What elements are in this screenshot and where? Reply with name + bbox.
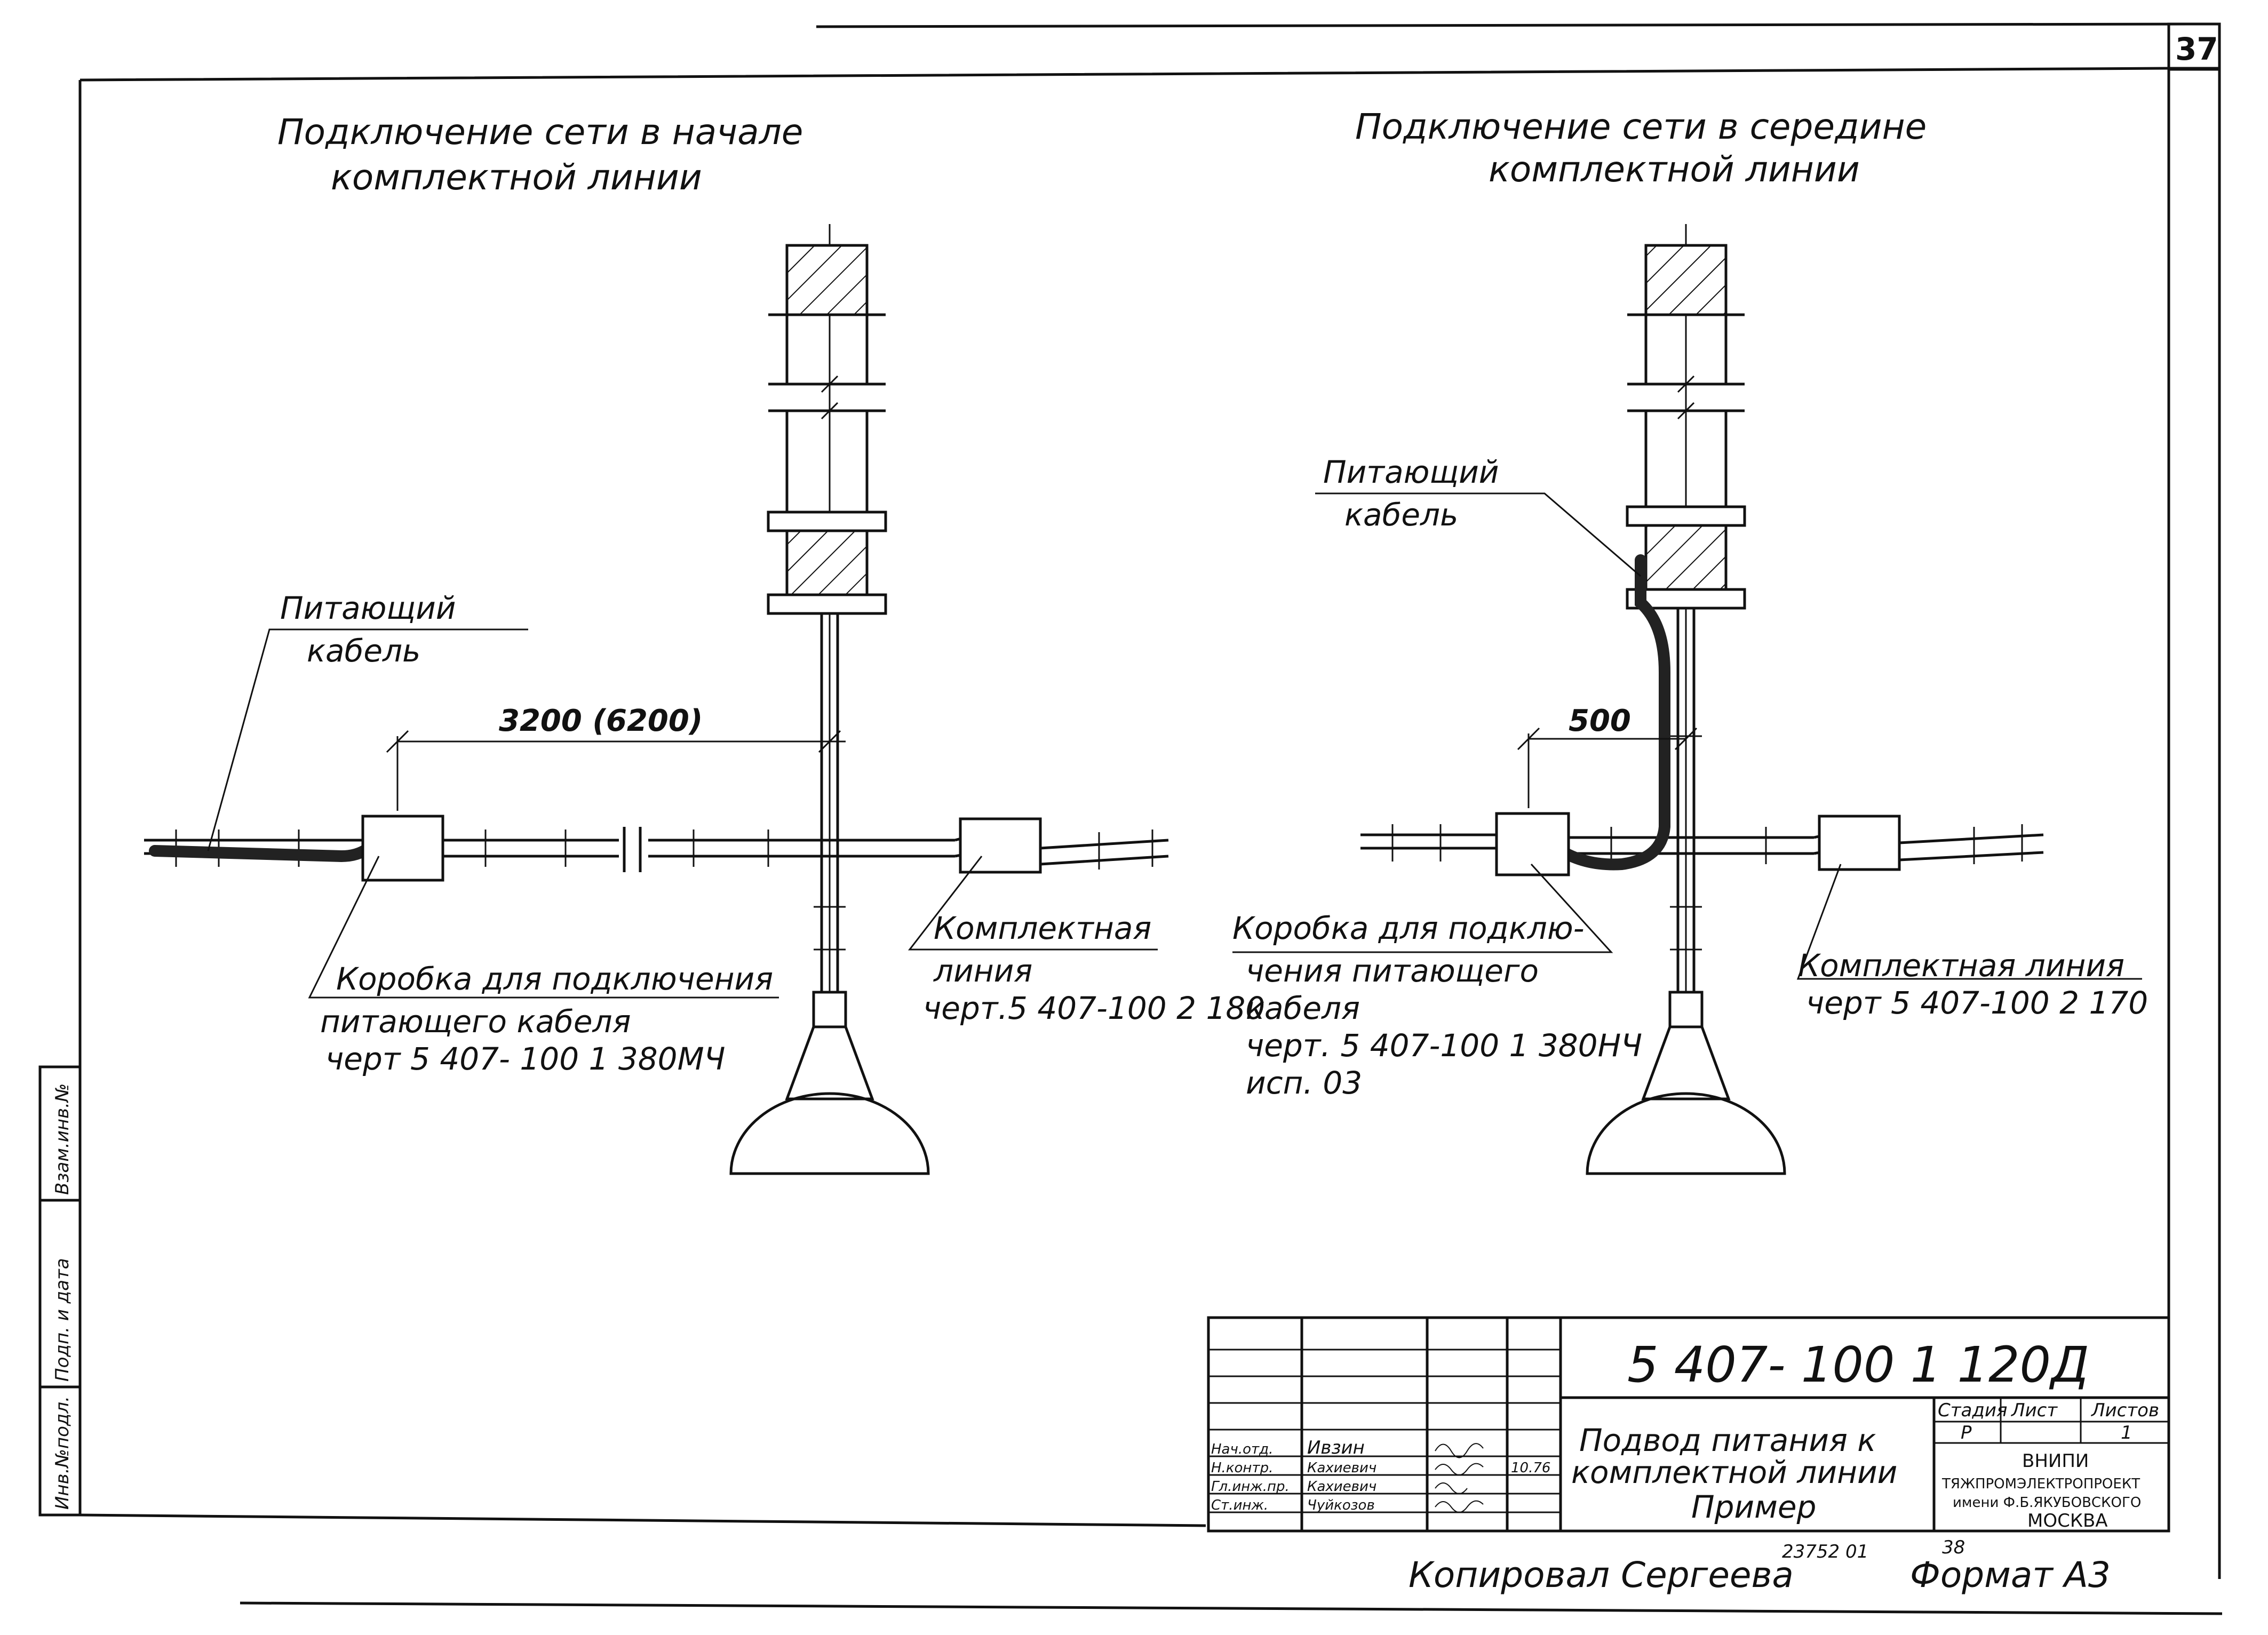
right-box-label-line3: кабеля (1246, 990, 1360, 1026)
org-line1: ВНИПИ (2022, 1450, 2089, 1472)
right-box-label-line4: черт. 5 407-100 1 380НЧ (1246, 1027, 1642, 1064)
left-busway (144, 827, 1169, 872)
right-busway-box (1818, 815, 1901, 871)
copied-by: Копировал Сергеева (1408, 1554, 1794, 1596)
left-box-label-line2: питающего кабеля (320, 1003, 631, 1040)
side-stamp-replace-label: Взам.инв.№ (52, 1083, 73, 1195)
left-connection-box (361, 815, 444, 882)
right-line-leader (1796, 864, 2142, 980)
sheet-reference: 38 (1942, 1537, 1965, 1558)
description-line3: Пример (1691, 1489, 1816, 1525)
left-line-label-line1: Комплектная (934, 910, 1151, 946)
name-1: Ивзин (1307, 1437, 1365, 1458)
side-stamp-inv-label: Инв.№подл. (52, 1396, 73, 1510)
right-column (1626, 224, 1746, 992)
description-line1: Подвод питания к (1579, 1422, 1876, 1458)
signature-3 (1435, 1482, 1468, 1494)
role-1: Нач.отд. (1211, 1441, 1273, 1457)
description-line2: комплектной линии (1571, 1454, 1897, 1490)
name-3: Кахиевич (1307, 1479, 1376, 1495)
inventory-number: 23752 01 (1782, 1541, 1868, 1562)
right-title-line1: Подключение сети в середине (1355, 106, 1927, 147)
right-dimension-label: 500 (1569, 704, 1631, 738)
name-2: Кахиевич (1307, 1460, 1376, 1476)
left-box-leader (308, 856, 779, 999)
left-feeder-cable (149, 842, 374, 863)
right-box-label-line5: исп. 03 (1246, 1065, 1362, 1101)
format-label: Формат А3 (1910, 1554, 2111, 1596)
right-luminaire (1586, 991, 1786, 1175)
doc-code: 5 407- 100 1 120Д (1627, 1336, 2089, 1393)
right-box-label-line2: чения питающего (1246, 953, 1539, 989)
role-2: Н.контр. (1211, 1460, 1273, 1476)
left-title-line1: Подключение сети в начале (277, 111, 803, 153)
sheet-header: Лист (2010, 1400, 2058, 1421)
right-suspension-rod (1670, 608, 1702, 992)
left-box-label-line3: черт 5 407- 100 1 380МЧ (325, 1041, 725, 1077)
date-value: 10.76 (1511, 1460, 1550, 1476)
right-line-label-line2: черт 5 407-100 2 170 (1806, 985, 2148, 1021)
sheets-header: Листов (2090, 1400, 2159, 1421)
right-box-leader (1232, 863, 1613, 953)
left-cable-label-line1: Питающий (280, 590, 456, 626)
left-dimension-label: 3200 (6200) (499, 704, 703, 738)
role-3: Гл.инж.пр. (1211, 1479, 1290, 1495)
right-busway (1360, 824, 2044, 866)
left-box-label-line1: Коробка для подключения (336, 961, 773, 997)
right-dimension (1517, 727, 1698, 808)
signature-4 (1435, 1500, 1484, 1513)
title-block: 5 407- 100 1 120Д Подвод питания к компл… (1207, 1316, 2170, 1533)
stage-value: Р (1961, 1422, 1972, 1443)
left-luminaire (729, 991, 930, 1175)
left-line-label-line2: линия (933, 953, 1032, 989)
name-4: Чуйкозов (1307, 1497, 1375, 1513)
page-number: 37 (2175, 31, 2218, 67)
left-title-line2: комплектной линии (331, 157, 702, 198)
right-view: Подключение сети в середине комплектной … (1232, 106, 2148, 1175)
side-stamp: Инв.№подл. Подп. и дата Взам.инв.№ (38, 1065, 82, 1517)
left-cable-leader (207, 628, 528, 851)
sheets-value: 1 (2121, 1422, 2132, 1443)
right-cable-label-line2: кабель (1344, 497, 1458, 533)
left-line-label-line3: черт.5 407-100 2 180 (923, 990, 1265, 1026)
org-line4: МОСКВА (2027, 1510, 2108, 1532)
left-line-leader (908, 856, 1158, 951)
left-column (767, 224, 887, 992)
side-stamp-sign-label: Подп. и дата (52, 1258, 73, 1382)
signature-1 (1435, 1443, 1484, 1458)
left-view: Подключение сети в начале комплектной ли… (144, 111, 1265, 1175)
right-cable-leader (1315, 492, 1641, 577)
right-line-label-line1: Комплектная линия (1798, 947, 2124, 984)
right-feeder-cable (1544, 554, 1670, 871)
signature-2 (1435, 1463, 1484, 1476)
right-cable-label-line1: Питающий (1323, 454, 1499, 490)
left-dimension (386, 730, 841, 811)
left-cable-label-line2: кабель (307, 633, 420, 669)
org-line2: ТЯЖПРОМЭЛЕКТРОПРОЕКТ (1941, 1476, 2140, 1492)
org-line3: имени Ф.Б.ЯКУБОВСКОГО (1953, 1495, 2141, 1511)
left-busway-box (959, 817, 1042, 874)
sheet-frame (78, 22, 2223, 1615)
stage-header: Стадия (1938, 1400, 2007, 1421)
right-title-line2: комплектной линии (1489, 149, 1860, 190)
signature-rows: Нач.отд. Н.контр. Гл.инж.пр. Ст.инж. Ивз… (1211, 1437, 1550, 1513)
right-box-label-line1: Коробка для подклю- (1232, 910, 1585, 946)
role-4: Ст.инж. (1211, 1497, 1268, 1513)
